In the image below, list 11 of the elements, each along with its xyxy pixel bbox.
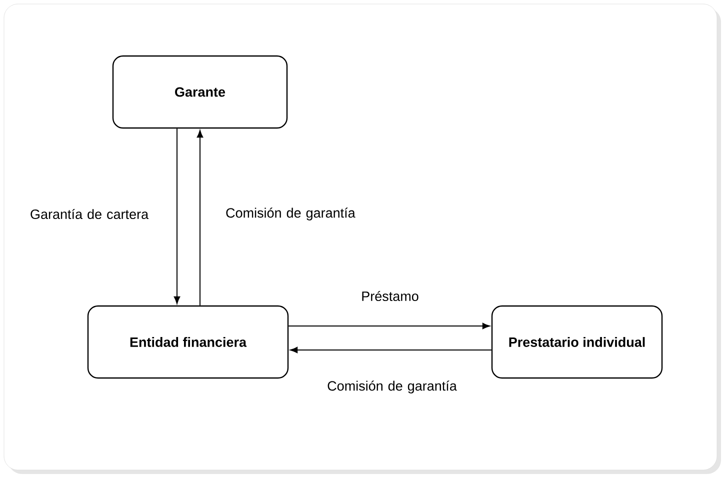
edge-label: Comisión de garantía: [328, 380, 457, 394]
process-box: Entidad financiera: [87, 305, 289, 379]
process-box: Prestatario individual: [491, 305, 663, 379]
edge-label: Garantía de cartera: [30, 208, 149, 220]
arrow: [288, 322, 490, 330]
process-box: Garante: [112, 55, 288, 129]
arrow: [174, 128, 180, 304]
arrow: [290, 346, 492, 354]
edge-label: Comisión de garantía: [226, 208, 356, 220]
edge-label: Préstamo: [362, 290, 418, 302]
arrow: [196, 130, 204, 306]
